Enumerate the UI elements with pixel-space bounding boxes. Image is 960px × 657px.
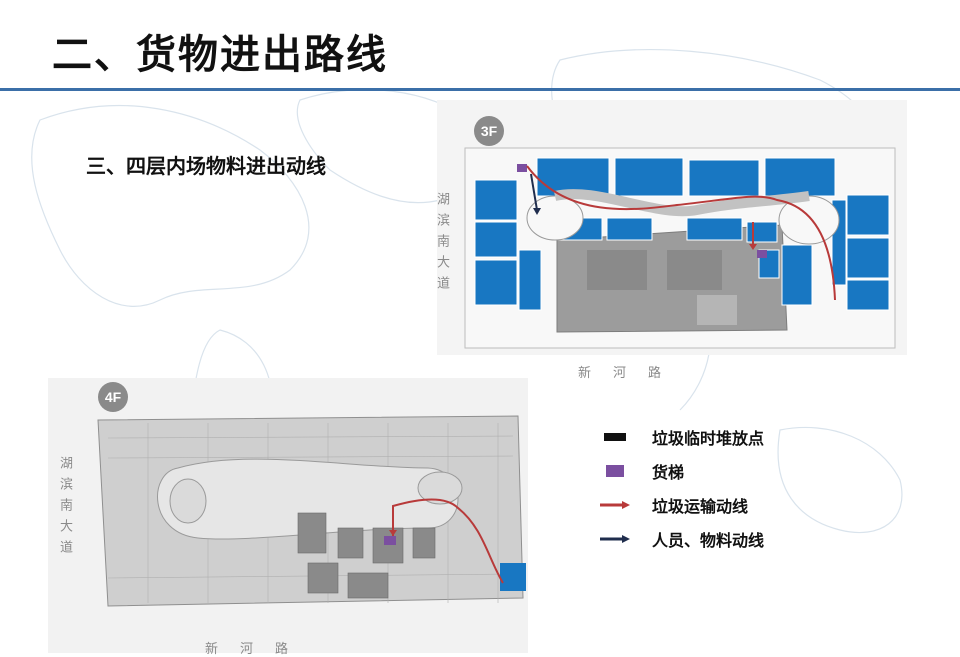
legend-label: 人员、物料动线 xyxy=(652,531,765,550)
legend-item: 人员、物料动线 xyxy=(600,522,764,556)
page-title: 二、货物进出路线 xyxy=(52,32,388,78)
navy-arrow-icon xyxy=(600,532,630,546)
floor-plan-3f xyxy=(437,100,907,355)
legend-label: 货梯 xyxy=(652,463,685,482)
material-route-3f xyxy=(530,173,538,211)
freight-elevator-4f xyxy=(384,536,396,545)
freight-elevator-3f-a xyxy=(517,164,527,172)
floor-badge-4f: 4F xyxy=(98,382,128,412)
shop-units-3f xyxy=(474,157,890,311)
floor-badge-3f: 3F xyxy=(474,116,504,146)
section-subtitle: 三、四层内场物料进出动线 xyxy=(86,154,326,178)
floor-plan-3f-drawing xyxy=(437,100,907,355)
road-label-west-3f: 湖滨南大道 xyxy=(434,192,449,297)
legend-item: 垃圾运输动线 xyxy=(600,488,764,522)
legend-label: 垃圾临时堆放点 xyxy=(652,429,765,448)
road-label-west-4f: 湖滨南大道 xyxy=(57,456,72,561)
floor-plan-4f xyxy=(48,378,528,653)
legend-item: 垃圾临时堆放点 xyxy=(600,420,764,454)
red-arrow-icon xyxy=(600,498,630,512)
title-divider xyxy=(0,88,960,91)
legend: 垃圾临时堆放点 货梯 垃圾运输动线 人员、物料动线 xyxy=(600,420,764,556)
legend-item: 货梯 xyxy=(600,454,764,488)
road-label-south-4f: 新河路 xyxy=(205,642,311,657)
legend-label: 垃圾运输动线 xyxy=(652,497,749,516)
black-marker-icon xyxy=(600,430,630,444)
purple-square-icon xyxy=(600,464,630,478)
garbage-route-3f xyxy=(526,165,836,301)
stair-block-4f xyxy=(500,563,526,591)
road-label-south-3f: 新河路 xyxy=(578,366,684,381)
garbage-route-4f xyxy=(392,498,504,584)
freight-elevator-3f-b xyxy=(757,250,767,258)
floor-plan-4f-drawing xyxy=(48,378,528,653)
